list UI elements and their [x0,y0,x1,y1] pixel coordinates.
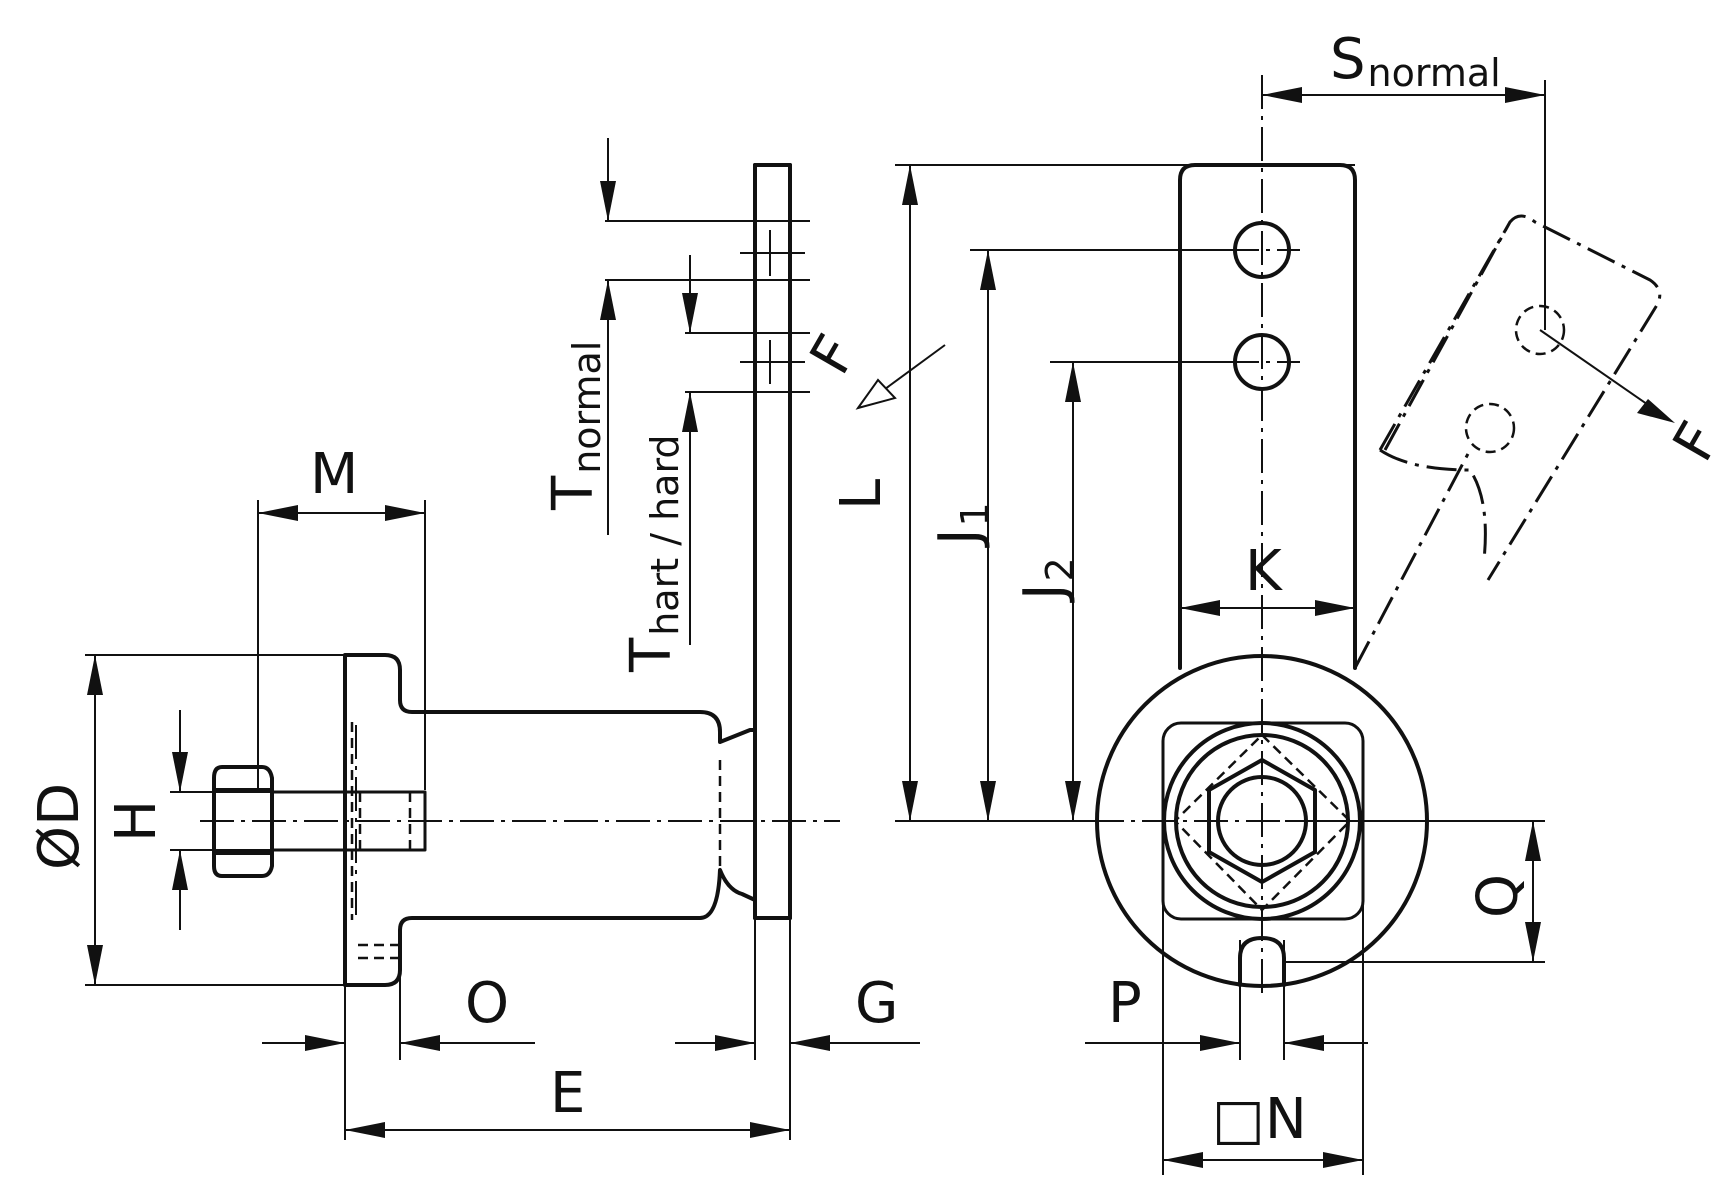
label-s: Snormal [1330,27,1501,95]
t-hart-arrow-top [682,293,698,333]
t-normal-arrow-bottom [600,280,616,320]
m-arrow-left [258,505,298,521]
label-d-group: ØD [27,783,92,870]
p-arrow-left [1200,1035,1240,1051]
g-arrow-left [715,1035,755,1051]
bolt-thread-hidden [358,792,412,850]
h-arrow-bottom [172,850,188,890]
label-l: L [829,479,894,510]
j2-arrow-bottom [1065,781,1081,821]
label-h: H [104,800,169,842]
label-f-right-group: F [1661,412,1733,472]
dimension-lines [85,80,1675,1175]
label-f-left-group: F [798,325,870,385]
h-arrow-top [172,752,188,792]
t-hart-arrow-bottom [682,392,698,432]
j2-arrow-top [1065,362,1081,402]
m-arrow-right [385,505,425,521]
f-right-arrow [1637,399,1675,423]
e-arrow-right [750,1122,790,1138]
label-j2-group: J2 [1012,557,1082,603]
label-t-normal-group: Tnormal [541,341,609,511]
label-d: ØD [27,783,92,870]
bolt-head [212,765,274,878]
p-arrow-right [1284,1035,1324,1051]
s-arrow-right [1505,87,1545,103]
g-arrow-right [790,1035,830,1051]
d-arrow-bottom [87,945,103,985]
label-q: Q [1466,874,1531,918]
n-arrow-right [1323,1152,1363,1168]
label-l-group: L [829,479,894,510]
label-j1-group: J1 [927,502,997,548]
q-arrow-bottom [1525,922,1541,962]
labels: Snormal Tnormal Thart / hard M L J1 J2 K… [27,27,1733,1152]
flange-plate [343,163,792,987]
label-h-group: H [104,800,169,842]
j1-arrow-top [980,250,996,290]
s-arrow-left [1262,87,1302,103]
swung-upper-hole [1514,304,1566,356]
k-arrow-left [1180,600,1220,616]
l-arrow-top [902,165,918,205]
t-normal-arrow-top [600,181,616,221]
label-j1: J1 [927,502,997,548]
label-e: E [550,1061,585,1126]
plate-hole-marks [740,230,805,384]
l-arrow-bottom [902,781,918,821]
label-j2: J2 [1012,557,1082,603]
j1-arrow-bottom [980,781,996,821]
label-t-hart-group: Thart / hard [619,434,687,673]
label-m: M [310,442,358,507]
label-q-group: Q [1466,874,1531,918]
label-o: O [465,971,509,1036]
label-n: □N [1212,1087,1307,1152]
label-f-left: F [798,325,870,385]
label-g: G [855,971,898,1036]
swung-lever-phantom [1353,214,1662,669]
label-k: K [1245,539,1283,604]
f-left-arrow [855,378,897,410]
front-view [1090,75,1662,1000]
d-arrow-top [87,655,103,695]
swung-lower-hole [1464,402,1516,454]
o-arrow-left [305,1035,345,1051]
side-view [200,163,840,987]
o-arrow-right [400,1035,440,1051]
label-t-hart: Thart / hard [619,434,687,673]
label-p: P [1108,971,1142,1036]
label-t-normal: Tnormal [541,341,609,511]
mounting-plate [753,163,792,920]
n-arrow-left [1163,1152,1203,1168]
label-f-right: F [1661,412,1733,472]
k-arrow-right [1315,600,1355,616]
flange-hidden-lines [350,722,722,960]
e-arrow-left [345,1122,385,1138]
q-arrow-top [1525,821,1541,861]
